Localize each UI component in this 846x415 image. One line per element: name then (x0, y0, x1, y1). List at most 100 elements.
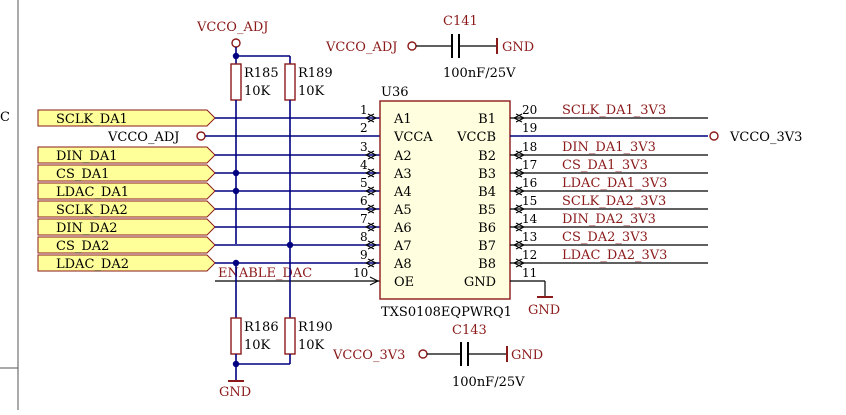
c141-gnd-label: GND (502, 40, 534, 55)
junction-ldac-da1 (232, 187, 240, 195)
port-cs-da2[interactable]: CS_DA2 (37, 236, 216, 254)
svg-text:2: 2 (360, 121, 368, 135)
r185-value: 10K (244, 84, 271, 99)
r185-body[interactable] (230, 63, 242, 101)
svg-text:17: 17 (522, 158, 537, 172)
svg-text:16: 16 (522, 176, 537, 190)
svg-text:B3: B3 (478, 167, 496, 182)
svg-text:B2: B2 (478, 149, 496, 164)
vcca-net-label: VCCO_ADJ (107, 130, 179, 145)
svg-text:B8: B8 (478, 257, 496, 272)
net-din-da1-3v3: DIN_DA1_3V3 (562, 140, 656, 155)
svg-text:A5: A5 (393, 203, 412, 218)
svg-text:A1: A1 (393, 112, 412, 127)
svg-text:12: 12 (522, 248, 537, 262)
svg-text:A2: A2 (393, 149, 412, 164)
port-sclk-da1[interactable]: SCLK_DA1 (37, 109, 216, 127)
svg-text:A7: A7 (393, 239, 412, 254)
svg-text:7: 7 (360, 212, 368, 226)
junction-cs-da2 (286, 241, 294, 249)
port-din-da2[interactable]: DIN_DA2 (37, 218, 216, 236)
svg-text:A6: A6 (393, 221, 412, 236)
net-din-da2-3v3: DIN_DA2_3V3 (562, 212, 656, 227)
enable-net-label: ENABLE_DAC (218, 266, 312, 281)
chip-left-pin-arrows (364, 113, 380, 286)
svg-text:GND: GND (464, 275, 496, 290)
junction-vcco-top (232, 52, 240, 60)
chip-left-pin-numbers: 1 2 3 4 5 6 7 8 9 10 (353, 103, 368, 280)
r190-body[interactable] (284, 317, 296, 355)
net-cs-da1-3v3: CS_DA1_3V3 (562, 158, 648, 173)
r189-ref: R189 (298, 66, 333, 81)
port-cs-da1[interactable]: CS_DA1 (37, 164, 216, 182)
port-ldac-da1[interactable]: LDAC_DA1 (37, 182, 216, 200)
svg-text:11: 11 (522, 266, 537, 280)
c143-vcco-port[interactable] (418, 349, 428, 359)
chip-designator: U36 (381, 85, 409, 100)
right-wires (510, 117, 708, 298)
sheet-edge-text: C (0, 110, 10, 125)
r189-body[interactable] (284, 63, 296, 101)
r189-value: 10K (298, 84, 325, 99)
svg-text:19: 19 (522, 121, 537, 135)
r185-ref: R185 (244, 66, 279, 81)
net-sclk-da1-3v3: SCLK_DA1_3V3 (562, 103, 666, 118)
net-sclk-da2-3v3: SCLK_DA2_3V3 (562, 194, 666, 209)
net-cs-da2-3v3: CS_DA2_3V3 (562, 230, 648, 245)
c141-ref: C141 (443, 14, 478, 29)
port-din-da1-label: DIN_DA1 (56, 149, 118, 164)
r190-ref: R190 (298, 320, 333, 335)
svg-text:8: 8 (360, 230, 368, 244)
vccb-port[interactable] (709, 131, 719, 141)
svg-text:OE: OE (394, 275, 414, 290)
svg-text:3: 3 (360, 140, 368, 154)
c143-ref: C143 (452, 323, 487, 338)
chip-body[interactable] (379, 100, 511, 300)
port-ldac-da2[interactable]: LDAC_DA2 (37, 254, 216, 272)
port-din-da2-label: DIN_DA2 (56, 221, 118, 236)
c141-value: 100nF/25V (443, 66, 516, 81)
bottom-gnd-label: GND (219, 385, 251, 400)
c141-vcco-port[interactable] (407, 41, 417, 51)
svg-text:B1: B1 (478, 112, 496, 127)
svg-text:B4: B4 (478, 185, 496, 200)
svg-text:5: 5 (360, 176, 368, 190)
svg-text:18: 18 (522, 140, 537, 154)
net-ldac-da1-3v3: LDAC_DA1_3V3 (562, 176, 667, 191)
svg-text:B7: B7 (478, 239, 496, 254)
svg-text:B6: B6 (478, 221, 496, 236)
c143-value: 100nF/25V (452, 375, 525, 390)
r190-value: 10K (298, 338, 325, 353)
svg-text:13: 13 (522, 230, 537, 244)
junction-cs-da1 (232, 169, 240, 177)
chip-right-pin-numbers: 20 19 18 17 16 15 14 13 12 11 (522, 103, 538, 280)
c141-vcco-label: VCCO_ADJ (325, 40, 397, 55)
port-cs-da2-label: CS_DA2 (56, 239, 109, 254)
junction-gnd-bottom (232, 360, 240, 368)
left-wires (205, 117, 380, 282)
r186-body[interactable] (230, 317, 242, 355)
chip-left-pin-names: A1 VCCA A2 A3 A4 A5 A6 A7 A8 OE (393, 112, 433, 290)
svg-text:B5: B5 (478, 203, 496, 218)
vcco-adj-top-port[interactable] (231, 38, 241, 48)
port-ldac-da1-label: LDAC_DA1 (56, 185, 129, 200)
svg-text:A4: A4 (393, 185, 412, 200)
vcca-port[interactable] (196, 131, 206, 141)
net-ldac-da2-3v3: LDAC_DA2_3V3 (562, 248, 667, 263)
svg-text:15: 15 (522, 194, 537, 208)
chip-right-pin-names: B1 VCCB B2 B3 B4 B5 B6 B7 B8 GND (456, 112, 496, 290)
vcco-adj-top-label: VCCO_ADJ (196, 20, 268, 35)
port-sclk-da2-label: SCLK_DA2 (56, 203, 128, 218)
vccb-net-label: VCCO_3V3 (729, 130, 802, 145)
port-din-da1[interactable]: DIN_DA1 (37, 146, 216, 164)
chip-gnd-label: GND (528, 303, 560, 318)
svg-text:9: 9 (360, 248, 368, 262)
svg-text:20: 20 (522, 103, 537, 117)
port-ldac-da2-label: LDAC_DA2 (56, 257, 129, 272)
svg-text:A8: A8 (393, 257, 412, 272)
c143-vcco-label: VCCO_3V3 (332, 348, 405, 363)
svg-text:1: 1 (360, 103, 368, 117)
port-sclk-da2[interactable]: SCLK_DA2 (37, 200, 216, 218)
c143-gnd-label: GND (511, 348, 543, 363)
